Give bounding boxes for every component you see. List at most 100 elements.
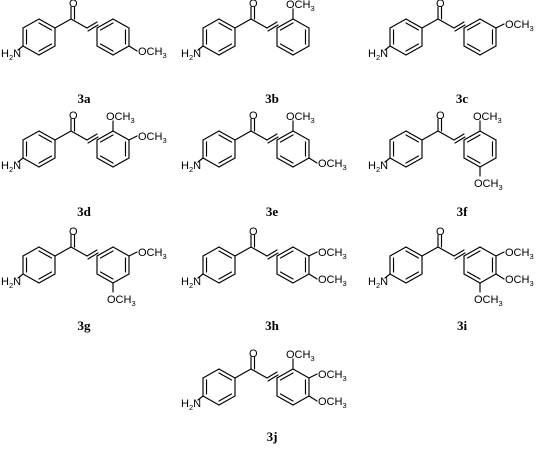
methoxyphenyl-ring-double-bond (466, 22, 481, 31)
aminophenyl-ring-bond (202, 18, 220, 29)
chain-bond (54, 130, 72, 141)
methoxy-label: OCH3 (318, 369, 347, 383)
aminophenyl-ring-double-bond (405, 22, 420, 31)
compound-label: 3j (267, 429, 278, 444)
amine-bond (384, 273, 391, 279)
compound-label: 3e (266, 204, 279, 219)
methoxyphenyl-ring-bond (292, 273, 310, 284)
chain-bond (454, 252, 466, 260)
methoxy-label: OCH3 (505, 274, 534, 288)
chain-bond (250, 246, 268, 257)
methoxy-bond (495, 23, 505, 29)
aminophenyl-ring-bond (405, 246, 423, 257)
aminophenyl-ring-bond (38, 157, 56, 168)
aminophenyl-ring-bond (389, 246, 407, 257)
amine-bond (197, 395, 204, 401)
methoxy-bond (308, 273, 318, 280)
methoxyphenyl-ring-bond (463, 273, 481, 284)
methoxyphenyl-ring-bond (276, 18, 294, 29)
chain-bond (266, 249, 278, 257)
chain-bond (453, 133, 465, 141)
methoxy-label: OCH3 (318, 158, 347, 172)
methoxyphenyl-ring-bond (96, 157, 114, 168)
aminophenyl-ring-bond (218, 18, 236, 29)
methoxyphenyl-ring-bond (479, 273, 497, 284)
amine-bond (17, 273, 24, 279)
methoxy-bond (308, 157, 318, 164)
aminophenyl-ring-bond (218, 246, 236, 257)
aminophenyl-ring-bond (202, 273, 220, 284)
methoxyphenyl-ring-bond (292, 368, 310, 379)
aminophenyl-ring-bond (218, 395, 236, 406)
chain-bond (70, 246, 88, 257)
methoxyphenyl-ring-bond (96, 273, 114, 284)
chain-bond (454, 24, 466, 32)
methoxy-bond (128, 251, 138, 257)
methoxyphenyl-ring-double-bond (279, 393, 294, 402)
methoxy-label: OCH3 (318, 396, 347, 410)
chain-bond (453, 21, 465, 29)
aminophenyl-ring-bond (389, 45, 407, 56)
methoxy-label: OCH3 (138, 131, 167, 145)
chain-bond (234, 130, 252, 141)
methoxyphenyl-ring-bond (463, 18, 481, 29)
chain-bond (54, 18, 72, 29)
methoxyphenyl-ring-bond (112, 45, 130, 56)
aminophenyl-ring-bond (405, 157, 423, 168)
methoxy-bond (308, 395, 318, 402)
chain-bond (421, 130, 439, 141)
amine-bond (197, 273, 204, 279)
compound-label: 3i (457, 318, 468, 333)
aminophenyl-ring-bond (202, 157, 220, 168)
methoxyphenyl-ring-bond (96, 246, 114, 257)
aminophenyl-ring-double-bond (405, 43, 420, 52)
methoxyphenyl-ring-bond (276, 395, 294, 406)
methoxy-label: OCH3 (318, 274, 347, 288)
aminophenyl-ring-bond (22, 45, 40, 56)
carbonyl-oxygen-label: O (249, 0, 258, 10)
methoxyphenyl-ring-bond (463, 157, 481, 168)
chain-bond (250, 130, 268, 141)
aminophenyl-ring-bond (389, 273, 407, 284)
methoxyphenyl-ring-bond (463, 246, 481, 257)
methoxyphenyl-ring-bond (112, 157, 130, 168)
methoxyphenyl-ring-bond (479, 130, 497, 141)
chain-bond (267, 374, 279, 382)
aminophenyl-ring-double-bond (38, 250, 53, 259)
methoxyphenyl-ring-double-bond (99, 155, 114, 164)
methoxyphenyl-ring-bond (463, 45, 481, 56)
chain-bond (267, 252, 279, 260)
aminophenyl-ring-bond (389, 157, 407, 168)
chain-bond (454, 136, 466, 144)
aminophenyl-ring-bond (218, 368, 236, 379)
chain-bond (86, 249, 98, 257)
amine-label: H2N (1, 160, 21, 174)
methoxyphenyl-ring-bond (112, 18, 130, 29)
methoxy-label: OCH3 (138, 247, 167, 261)
aminophenyl-ring-bond (405, 130, 423, 141)
methoxyphenyl-ring-bond (479, 45, 497, 56)
amine-label: H2N (368, 48, 388, 62)
methoxyphenyl-ring-bond (96, 18, 114, 29)
methoxy-bond (128, 45, 138, 52)
methoxyphenyl-ring-double-bond (99, 134, 114, 143)
aminophenyl-ring-bond (22, 157, 40, 168)
methoxyphenyl-ring-double-bond (99, 271, 114, 280)
methoxyphenyl-ring-double-bond (466, 250, 481, 259)
compound-label: 3h (265, 318, 280, 333)
methoxyphenyl-ring-double-bond (279, 43, 294, 52)
amine-label: H2N (181, 276, 201, 290)
carbonyl-oxygen-label: O (436, 0, 445, 10)
chain-bond (266, 133, 278, 141)
chain-bond (250, 368, 268, 379)
methoxyphenyl-ring-bond (292, 246, 310, 257)
aminophenyl-ring-double-bond (405, 155, 420, 164)
methoxy-bond (495, 251, 505, 257)
aminophenyl-ring-double-bond (405, 271, 420, 280)
